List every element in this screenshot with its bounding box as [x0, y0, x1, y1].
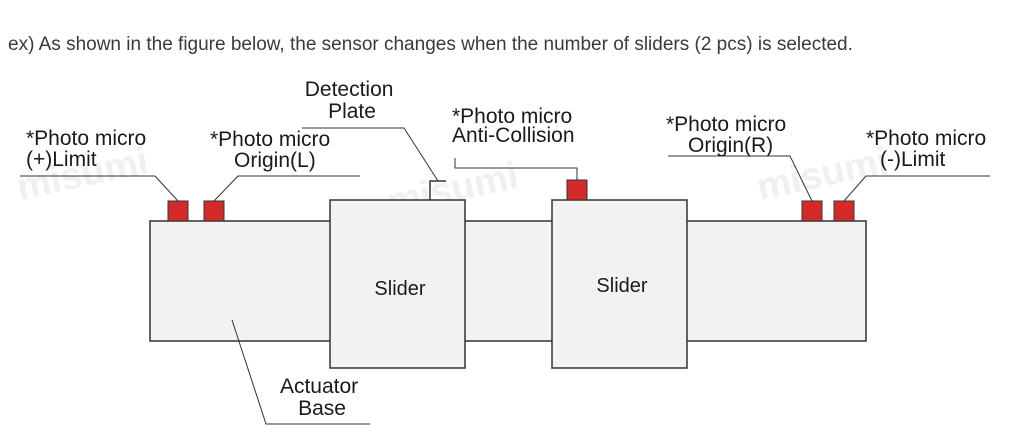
sensor-minus-limit [833, 200, 855, 222]
label-origin-l-line2: Origin(L) [234, 149, 316, 172]
label-detection-plate-line1: Detection [305, 78, 394, 101]
label-anti-collision-line2: Anti-Collision [452, 124, 575, 147]
slider-right-label: Slider [596, 275, 647, 297]
leader-actuator-base [231, 319, 370, 425]
label-plus-limit-line2: (+)Limit [26, 148, 97, 171]
slider-right [551, 199, 688, 369]
slider-left-label: Slider [374, 278, 425, 300]
detection-plate [429, 180, 446, 200]
leader-lines [20, 127, 990, 425]
leader-origin-r [668, 155, 813, 202]
label-actuator-base-line1: Actuator [280, 375, 358, 398]
sensor-origin-r [801, 200, 823, 222]
slider-left [329, 199, 466, 369]
leader-detection-plate [302, 127, 439, 182]
sensor-origin-l [203, 200, 225, 222]
sensors [167, 179, 855, 222]
label-anti-collision-line1: *Photo micro [452, 105, 572, 128]
label-actuator-base: Actuator Base [280, 375, 364, 420]
label-anti-collision: *Photo micro Anti-Collision [452, 105, 578, 147]
label-origin-l-line1: *Photo micro [210, 128, 330, 151]
label-plus-limit-line1: *Photo micro [26, 127, 146, 150]
label-minus-limit-line1: *Photo micro [866, 127, 986, 150]
label-plus-limit: *Photo micro (+)Limit [26, 127, 152, 171]
sensor-anti-collision [566, 179, 588, 201]
label-origin-r-line2: Origin(R) [688, 134, 773, 157]
label-detection-plate: Detection Plate [305, 78, 400, 123]
label-actuator-base-line2: Base [298, 397, 346, 420]
label-detection-plate-line2: Plate [328, 100, 376, 123]
actuator-base [149, 220, 867, 342]
label-origin-r: *Photo micro Origin(R) [666, 113, 792, 157]
label-origin-r-line1: *Photo micro [666, 113, 786, 136]
sensor-plus-limit [167, 200, 189, 222]
watermark-right: misumi [753, 140, 892, 209]
label-minus-limit-line2: (-)Limit [880, 148, 945, 171]
leader-plus-limit [20, 175, 179, 202]
leader-origin-l [213, 175, 360, 202]
intro-text: ex) As shown in the figure below, the se… [8, 34, 853, 55]
leader-anti-collision [454, 158, 578, 180]
leader-minus-limit [843, 175, 990, 202]
label-origin-l: *Photo micro Origin(L) [210, 128, 336, 172]
label-minus-limit: *Photo micro (-)Limit [866, 127, 992, 171]
